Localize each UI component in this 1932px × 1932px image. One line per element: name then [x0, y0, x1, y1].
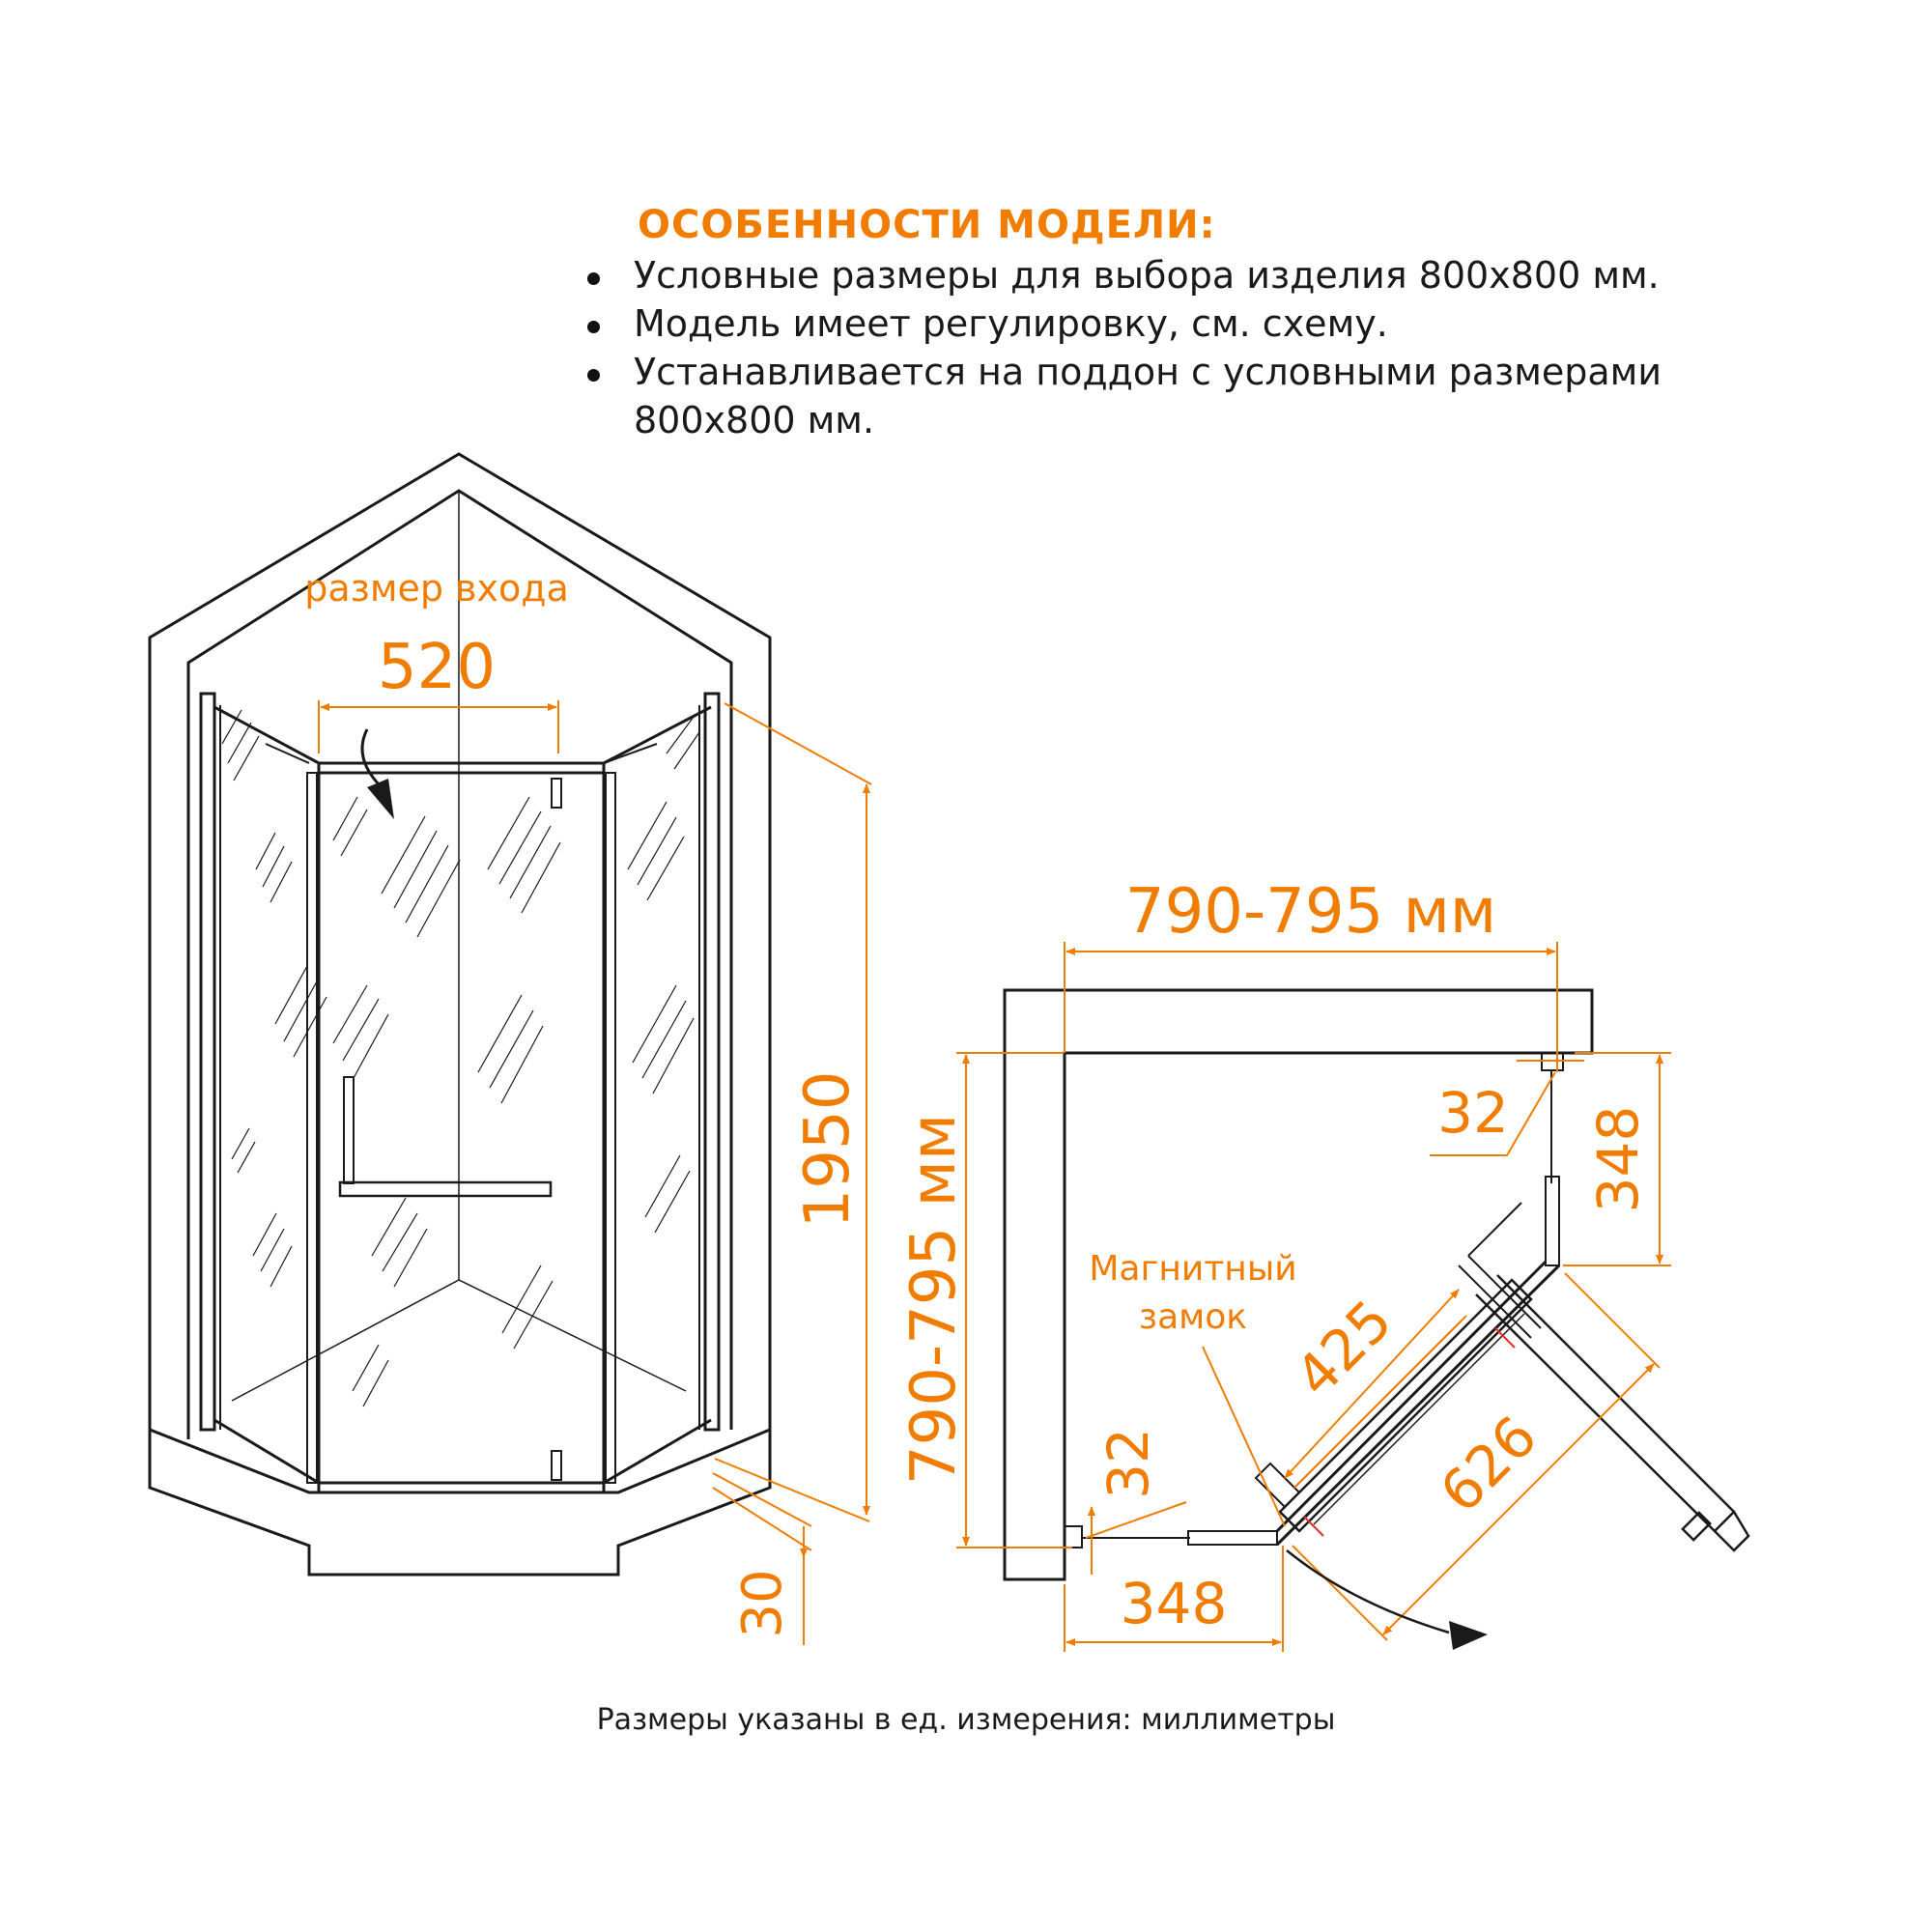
plan-depth-value: 790-795 мм	[898, 1114, 970, 1485]
door-handle	[338, 1180, 553, 1198]
glass-reflections	[221, 709, 700, 1407]
door-panel	[317, 771, 606, 1485]
tray-height-value: 30	[731, 1569, 794, 1637]
plan-width-value: 790-795 мм	[1125, 876, 1496, 948]
feature-item: Условные размеры для выбора изделия 800х…	[580, 251, 1797, 299]
door-panel-value: 425	[1283, 1288, 1405, 1409]
features-list: Условные размеры для выбора изделия 800х…	[580, 251, 1797, 444]
features-title: ОСОБЕННОСТИ МОДЕЛИ:	[638, 203, 1216, 247]
magnetic-lock-marks	[1303, 1327, 1516, 1537]
side-panel-horizontal-value: 348	[1121, 1571, 1228, 1636]
diagonal-value: 626	[1428, 1404, 1549, 1525]
side-panel-vertical-value: 348	[1585, 1106, 1651, 1213]
magnetic-lock-label: Магнитный	[1089, 1249, 1296, 1289]
outer-walls	[148, 452, 772, 1488]
front-dimensions	[318, 700, 872, 1645]
feature-item: Модель имеет регулировку, см. схему.	[580, 299, 1797, 348]
feature-item: Устанавливается на поддон с условными ра…	[580, 348, 1797, 444]
front-view	[148, 452, 772, 1577]
plan-door-swing	[1286, 1549, 1450, 1634]
units-footnote: Размеры указаны в ед. измерения: миллиме…	[596, 1703, 1336, 1737]
entry-size-label: размер входа	[304, 567, 569, 610]
plan-dimensions	[956, 942, 1671, 1652]
height-value: 1950	[792, 1071, 864, 1229]
swing-arrow-icon	[1449, 1621, 1488, 1650]
entry-width-value: 520	[378, 632, 496, 703]
model-features: ОСОБЕННОСТИ МОДЕЛИ: Условные размеры для…	[580, 203, 1797, 444]
offset-left-value: 32	[1095, 1428, 1161, 1499]
door-swing-arrow	[360, 728, 384, 789]
shower-tray	[148, 1427, 772, 1577]
magnetic-lock-label: замок	[1139, 1297, 1247, 1337]
offset-top-value: 32	[1437, 1080, 1509, 1146]
